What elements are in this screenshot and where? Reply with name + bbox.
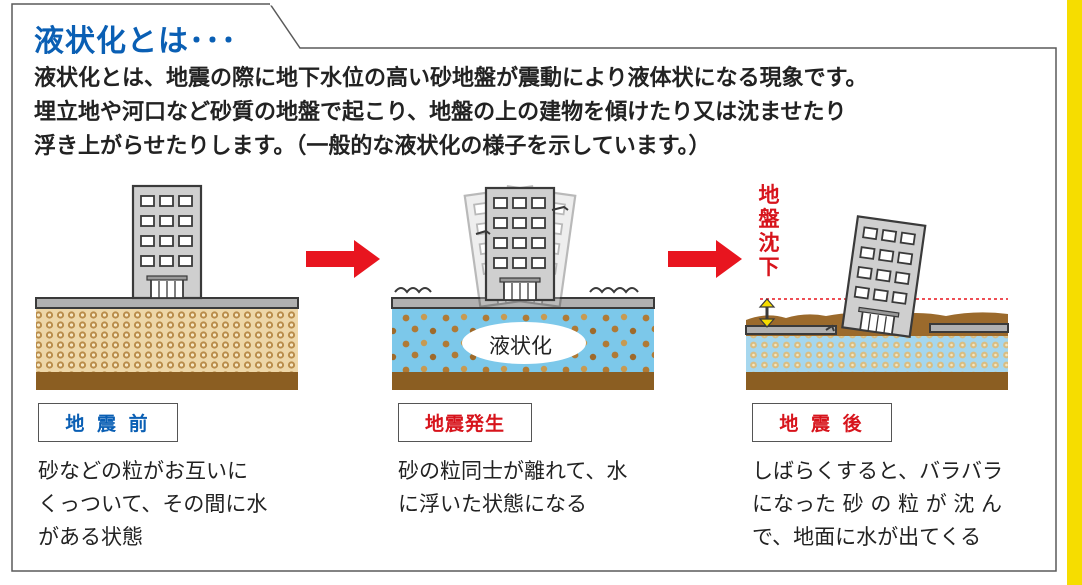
caption-line: に浮いた状態になる bbox=[398, 492, 587, 516]
panel-after-illustration bbox=[745, 215, 1009, 390]
description: 液状化とは、地震の際に地下水位の高い砂地盤が震動により液体状になる現象です。 埋… bbox=[34, 62, 867, 164]
liquefaction-oval bbox=[462, 322, 586, 364]
ground-surface-left bbox=[745, 325, 837, 335]
caption-line: 砂の粒同士が離れて、水 bbox=[398, 459, 628, 483]
crack-right bbox=[551, 205, 569, 211]
caption-line: になった 砂 の 粒 が 沈 ん bbox=[752, 492, 1003, 516]
ground-crack bbox=[825, 324, 835, 332]
ground-surface-right bbox=[929, 323, 1009, 333]
caption-line: 砂などの粒がお互いに bbox=[38, 459, 248, 483]
panel-during-illustration bbox=[391, 185, 655, 390]
shaking-wave-right bbox=[589, 287, 639, 294]
page-title: 液状化とは･･･ bbox=[34, 24, 237, 59]
label-after-earthquake: 地 震 後 bbox=[752, 403, 892, 442]
panel-before-illustration bbox=[35, 184, 299, 390]
ground-surface bbox=[35, 297, 299, 309]
soil-layer bbox=[392, 372, 654, 390]
building-shaking bbox=[484, 186, 556, 302]
sand-layer bbox=[746, 336, 1008, 372]
caption-before: 砂などの粒がお互いに くっついて、その間に水 がある状態 bbox=[38, 455, 267, 554]
caption-after: しばらくすると、バラバラ になった 砂 の 粒 が 沈 ん で、地面に水が出てく… bbox=[752, 455, 1003, 554]
sand-layer-under-building bbox=[128, 308, 208, 372]
label-earthquake-occurs: 地震発生 bbox=[398, 403, 532, 442]
caption-line: で、地面に水が出てくる bbox=[752, 525, 982, 549]
arrow-1 bbox=[306, 240, 380, 278]
description-line: 液状化とは、地震の際に地下水位の高い砂地盤が震動により液体状になる現象です。 bbox=[34, 66, 868, 91]
liquefaction-label: 液状化 bbox=[489, 334, 552, 358]
yellow-side-stripe bbox=[1067, 0, 1082, 585]
subsidence-arrow bbox=[758, 298, 776, 328]
building-upright bbox=[131, 184, 203, 300]
crack-left bbox=[475, 229, 491, 235]
subsidence-label: 地盤沈下 bbox=[758, 183, 780, 279]
description-line: 浮き上がらせたりします。（一般的な液状化の様子を示しています。） bbox=[34, 134, 711, 159]
shaking-wave-left bbox=[394, 287, 432, 294]
arrow-2 bbox=[668, 240, 742, 278]
building-tilted-sunk bbox=[841, 215, 927, 338]
caption-line: くっついて、その間に水 bbox=[38, 492, 268, 516]
caption-line: しばらくすると、バラバラ bbox=[752, 459, 1003, 483]
description-line: 埋立地や河口など砂質の地盤で起こり、地盤の上の建物を傾けたり又は沈ませたり bbox=[34, 100, 847, 125]
caption-during: 砂の粒同士が離れて、水 に浮いた状態になる bbox=[398, 455, 627, 521]
label-before-earthquake: 地 震 前 bbox=[38, 403, 178, 442]
soil-layer bbox=[746, 372, 1008, 390]
caption-line: がある状態 bbox=[38, 525, 143, 549]
soil-layer bbox=[36, 372, 298, 390]
